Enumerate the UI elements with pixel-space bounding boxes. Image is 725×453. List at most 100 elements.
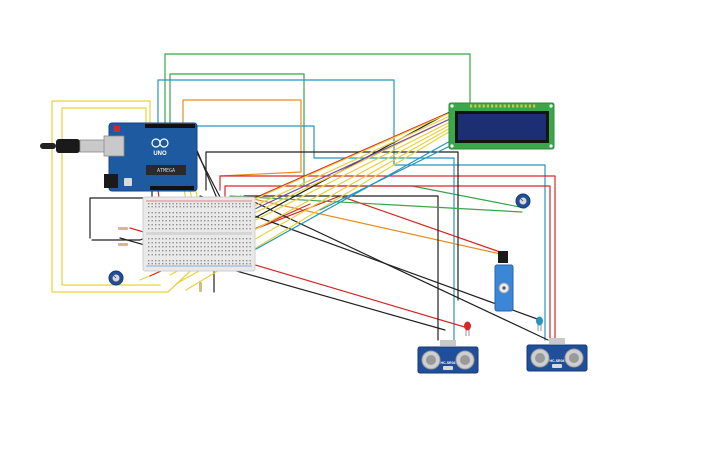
wire-green[interactable] [229, 195, 523, 213]
breadboard-hole [172, 246, 174, 248]
ultrasonic-sensor-left[interactable]: HC-SR04 [417, 340, 479, 374]
breadboard-hole [211, 206, 213, 208]
breadboard-hole [249, 224, 251, 226]
wire-green[interactable] [164, 53, 471, 125]
breadboard-hole [162, 220, 164, 222]
transducer-mesh [460, 355, 470, 365]
ultrasonic-sensor-right[interactable]: HC-SR04 [526, 338, 588, 372]
breadboard-hole [151, 203, 153, 205]
breadboard-hole [155, 203, 157, 205]
breadboard-hole [221, 216, 223, 218]
wire-red[interactable] [249, 111, 451, 201]
blue-led[interactable] [536, 316, 543, 332]
breadboard-hole [190, 206, 192, 208]
lcd-pin [495, 104, 498, 108]
breadboard-hole [190, 246, 192, 248]
resistor[interactable] [118, 243, 128, 246]
breadboard-hole [200, 263, 202, 265]
breadboard-hole [165, 216, 167, 218]
wire-orange[interactable] [182, 99, 302, 177]
breadboard-hole [228, 242, 230, 244]
breadboard-hole [232, 263, 234, 265]
wire-yellow[interactable] [61, 107, 161, 286]
breadboard-hole [155, 224, 157, 226]
breadboard-hole [151, 206, 153, 208]
breadboard-hole [155, 212, 157, 214]
breadboard-hole [193, 254, 195, 256]
chip-label: ATMEGA [157, 168, 175, 174]
breadboard-hole [204, 212, 206, 214]
lcd-16x2-display[interactable] [448, 102, 555, 150]
breadboard[interactable] [142, 196, 256, 272]
breadboard-hole [165, 206, 167, 208]
breadboard-hole [235, 250, 237, 252]
breadboard-hole [183, 260, 185, 262]
breadboard-hole [179, 216, 181, 218]
breadboard-hole [151, 238, 153, 240]
breadboard-hole [169, 260, 171, 262]
usb-port [103, 135, 125, 157]
breadboard-hole [249, 260, 251, 262]
lcd-pin [470, 104, 473, 108]
wire-teal[interactable] [157, 79, 546, 341]
digital-header [145, 124, 195, 128]
usb-cable-body [40, 143, 56, 149]
breadboard-hole [218, 263, 220, 265]
sensor-pins [549, 338, 565, 344]
breadboard-hole [232, 220, 234, 222]
breadboard-hole [190, 238, 192, 240]
breadboard-hole [172, 238, 174, 240]
breadboard-hole [148, 206, 150, 208]
usb-cable[interactable] [40, 139, 111, 153]
breadboard-hole [197, 250, 199, 252]
breadboard-hole [200, 216, 202, 218]
resistor[interactable] [199, 282, 202, 292]
wire-yellow[interactable] [51, 100, 201, 293]
breadboard-hole [242, 242, 244, 244]
breadboard-hole [155, 216, 157, 218]
breadboard-hole [246, 212, 248, 214]
breadboard-hole [200, 238, 202, 240]
breadboard-hole [151, 212, 153, 214]
breadboard-hole [242, 216, 244, 218]
wire-black[interactable] [89, 197, 151, 239]
breadboard-hole [165, 254, 167, 256]
breadboard-hole [165, 260, 167, 262]
wire-green[interactable] [169, 73, 526, 209]
red-led[interactable] [464, 321, 471, 337]
breadboard-hole [183, 263, 185, 265]
breadboard-hole [211, 246, 213, 248]
breadboard-hole [207, 260, 209, 262]
breadboard-hole [211, 238, 213, 240]
wire-red[interactable] [224, 185, 551, 341]
breadboard-hole [204, 250, 206, 252]
breadboard-hole [169, 242, 171, 244]
breadboard-hole [242, 263, 244, 265]
lcd-pin [512, 104, 515, 108]
potentiometer-right[interactable] [515, 193, 531, 209]
breadboard-hole [235, 224, 237, 226]
breadboard-hole [186, 250, 188, 252]
wire-black[interactable] [243, 195, 439, 341]
breadboard-hole [204, 216, 206, 218]
breadboard-hole [197, 246, 199, 248]
breadboard-hole [214, 238, 216, 240]
red-led-icon [464, 321, 471, 331]
breadboard-hole [193, 206, 195, 208]
servo-motor[interactable] [494, 251, 514, 312]
wire-teal[interactable] [319, 144, 453, 211]
wire-teal[interactable] [221, 139, 453, 269]
breadboard-hole [204, 254, 206, 256]
arduino-uno-board[interactable]: ATMEGA UNO [103, 122, 198, 192]
transducer-mesh [569, 353, 579, 363]
breadboard-hole [214, 203, 216, 205]
breadboard-hole [197, 263, 199, 265]
breadboard-hole [186, 220, 188, 222]
potentiometer-left[interactable] [108, 270, 124, 286]
wire-black[interactable] [249, 199, 549, 341]
breadboard-hole [228, 254, 230, 256]
resistor[interactable] [118, 227, 128, 230]
breadboard-hole [228, 246, 230, 248]
breadboard-hole [246, 254, 248, 256]
